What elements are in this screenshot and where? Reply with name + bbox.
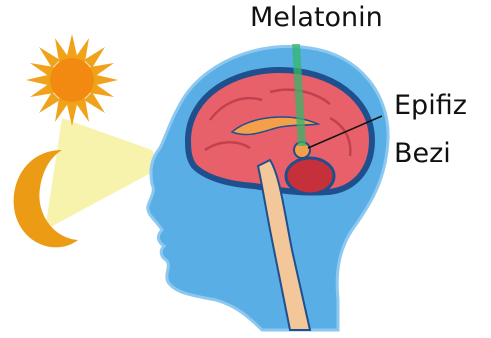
pineal-gland-label-line2: Bezi bbox=[394, 140, 451, 167]
melatonin-label: Melatonin bbox=[250, 4, 383, 31]
light-beam bbox=[45, 118, 160, 230]
cerebellum bbox=[286, 158, 334, 194]
sun-icon bbox=[26, 34, 118, 126]
pineal-gland-label-line1: Epifiz bbox=[394, 92, 467, 119]
